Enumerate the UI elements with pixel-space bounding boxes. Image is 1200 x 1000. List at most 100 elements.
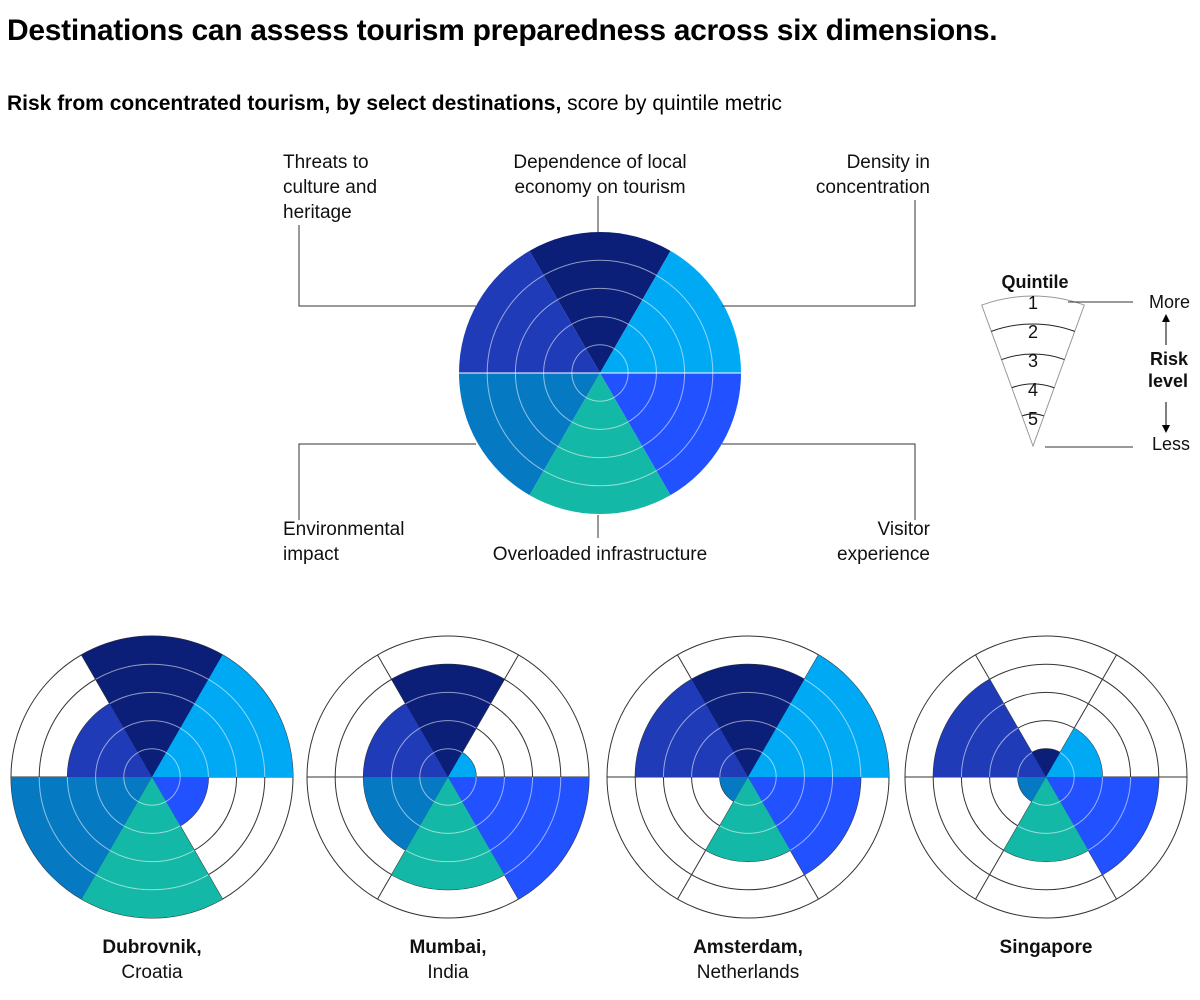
ring-line bbox=[95, 874, 209, 891]
ring-line bbox=[571, 348, 587, 374]
destination-country: India bbox=[427, 962, 469, 983]
sector-culture bbox=[933, 679, 1046, 777]
ring-line bbox=[543, 470, 657, 487]
ring-line bbox=[1088, 776, 1132, 851]
ring-line bbox=[804, 678, 862, 778]
polar-chart-dubrovnik bbox=[10, 635, 294, 919]
dimension-label-dependence: Dependence of local bbox=[513, 152, 686, 173]
ring-line bbox=[123, 776, 139, 802]
ring-line bbox=[543, 259, 657, 276]
ring-line bbox=[486, 274, 544, 374]
ring-line bbox=[705, 691, 791, 705]
legend-ring bbox=[991, 323, 1075, 332]
legend-ring bbox=[1021, 413, 1045, 417]
ring-line bbox=[775, 776, 805, 827]
dimension-label-density: Density in bbox=[847, 152, 930, 173]
sector-dependence bbox=[1031, 748, 1061, 777]
ring-line bbox=[123, 825, 181, 834]
dimension-label-environment: impact bbox=[283, 544, 340, 565]
sector-visitor bbox=[748, 777, 861, 875]
ring-line bbox=[960, 703, 1004, 778]
main-polar-chart bbox=[459, 231, 741, 514]
ring-line bbox=[571, 421, 629, 430]
ring-line bbox=[790, 776, 834, 851]
ring-line bbox=[1073, 776, 1103, 827]
ring-line bbox=[790, 703, 834, 778]
sector-infrastructure bbox=[81, 777, 223, 918]
subtitle-rest: score by quintile metric bbox=[561, 92, 782, 115]
ring-line bbox=[123, 720, 181, 729]
ring-line bbox=[627, 323, 657, 374]
ring-line bbox=[543, 372, 573, 423]
ring-line bbox=[405, 691, 491, 705]
ring-line bbox=[585, 344, 615, 350]
ring-line bbox=[775, 727, 805, 778]
ring-line bbox=[514, 299, 558, 374]
sector-visitor bbox=[1046, 777, 1159, 875]
sector-environment bbox=[11, 777, 152, 900]
ring-line bbox=[109, 849, 195, 863]
ring-line bbox=[691, 727, 721, 778]
ring-line bbox=[179, 727, 209, 778]
destination-country: Netherlands bbox=[697, 962, 799, 983]
ring-line bbox=[585, 396, 615, 402]
legend-ring bbox=[1011, 383, 1055, 389]
sector-infrastructure bbox=[529, 373, 671, 514]
legend-quintile: 2 bbox=[1028, 322, 1038, 342]
ring-line bbox=[38, 776, 96, 876]
sector-density bbox=[600, 250, 741, 373]
sector-density bbox=[448, 752, 477, 777]
ring-line bbox=[1031, 800, 1061, 806]
legend-risk-level: Risk bbox=[1150, 349, 1189, 369]
sector-dependence bbox=[81, 636, 223, 777]
destination-name: Dubrovnik, bbox=[102, 937, 201, 958]
legend-less: Less bbox=[1152, 434, 1190, 454]
ring-line bbox=[557, 287, 643, 301]
ring-line bbox=[391, 776, 421, 827]
dimension-label-culture: heritage bbox=[283, 202, 352, 223]
ring-line bbox=[543, 323, 573, 374]
ring-line bbox=[461, 776, 477, 802]
ring-line bbox=[208, 678, 266, 778]
arrow-down-icon bbox=[1162, 425, 1170, 433]
dimension-label-visitor: experience bbox=[837, 544, 930, 565]
legend-title: Quintile bbox=[1002, 272, 1069, 292]
sector-visitor bbox=[600, 373, 741, 496]
ring-line bbox=[656, 372, 714, 472]
sector-density bbox=[1046, 728, 1103, 777]
ring-line bbox=[1059, 752, 1075, 778]
ring-line bbox=[137, 800, 167, 806]
sector-infrastructure bbox=[705, 777, 791, 862]
ring-line bbox=[95, 727, 125, 778]
ring-line bbox=[165, 752, 181, 778]
ring-line bbox=[433, 800, 463, 806]
ring-line bbox=[761, 776, 777, 802]
ring-line bbox=[557, 445, 643, 459]
ring-line bbox=[419, 825, 477, 834]
legend-more: More bbox=[1149, 292, 1190, 312]
legend-wedge bbox=[981, 295, 1085, 448]
ring-line bbox=[733, 748, 763, 754]
ring-line bbox=[989, 727, 1019, 778]
ring-line bbox=[490, 776, 534, 851]
ring-line bbox=[571, 316, 629, 325]
sector-culture bbox=[635, 679, 748, 777]
ring-line bbox=[419, 720, 477, 729]
legend-ring bbox=[1001, 353, 1065, 361]
sector-infrastructure bbox=[1003, 777, 1089, 862]
dimension-label-culture: Threats to bbox=[283, 152, 369, 173]
dimension-label-infrastructure: Overloaded infrastructure bbox=[493, 544, 707, 565]
polar-chart-amsterdam bbox=[606, 635, 890, 919]
sector-density bbox=[152, 654, 293, 777]
sector-visitor bbox=[448, 777, 589, 900]
ring-line bbox=[95, 776, 125, 827]
sector-culture bbox=[459, 250, 600, 373]
dimension-label-environment: Environmental bbox=[283, 519, 404, 540]
sector-environment bbox=[719, 777, 748, 802]
legend-quintile: 4 bbox=[1028, 380, 1038, 400]
ring-line bbox=[194, 703, 238, 778]
dimension-label-density: concentration bbox=[816, 177, 930, 198]
polar-chart-mumbai bbox=[306, 635, 590, 919]
